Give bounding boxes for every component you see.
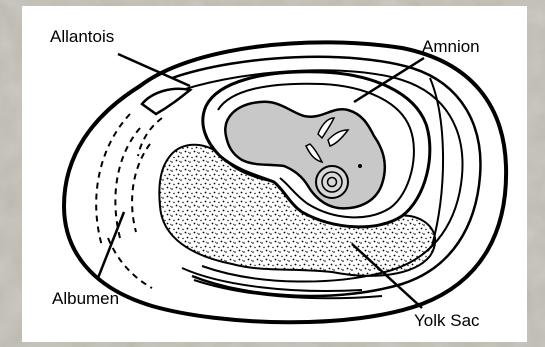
diagram-panel: Allantois Amnion Albumen Yolk Sac <box>22 6 527 342</box>
label-allantois: Allantois <box>50 28 114 45</box>
label-yolk-sac: Yolk Sac <box>414 312 480 329</box>
label-albumen: Albumen <box>52 290 119 307</box>
label-amnion: Amnion <box>422 38 480 55</box>
embryo-eye <box>316 166 348 198</box>
